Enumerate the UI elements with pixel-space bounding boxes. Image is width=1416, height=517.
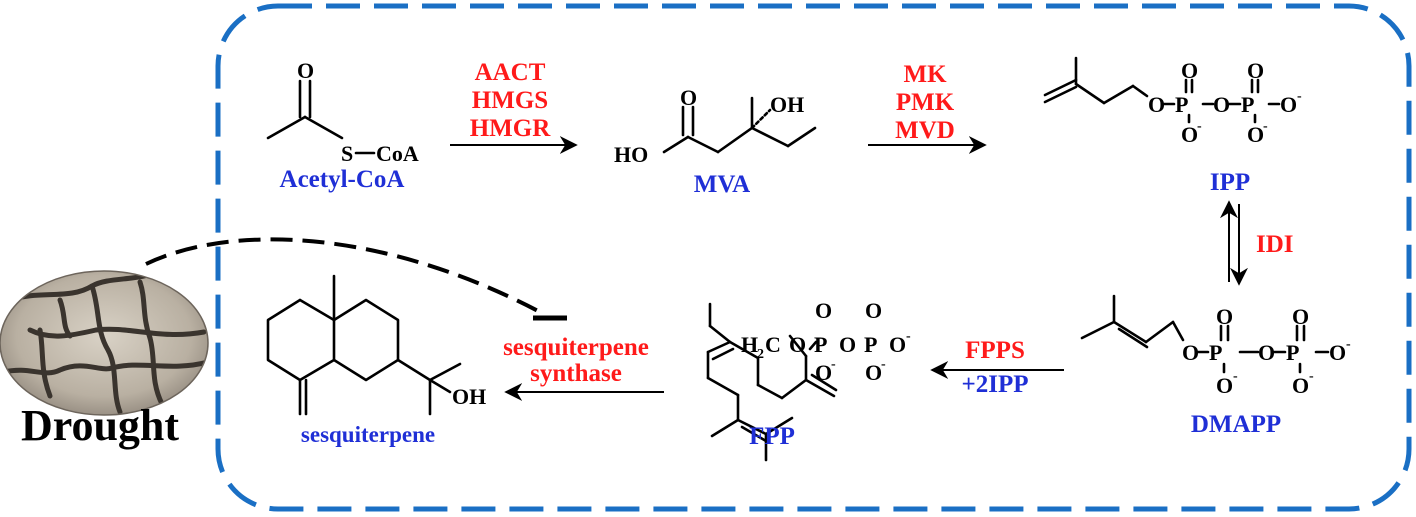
dmapp-phosphorus-1: P <box>1209 340 1222 365</box>
dmapp-charge-2: - <box>1309 369 1314 384</box>
sesquiterpene-hydroxyl: OH <box>452 384 486 409</box>
pathway-frame <box>215 3 1412 512</box>
dmapp-anion-oxygen-2: O <box>1292 373 1309 398</box>
cofactor-label-2ipp: +2IPP <box>961 371 1028 398</box>
fpp-bridge-oxygen-2: O <box>839 332 856 357</box>
fpp-charge-1: - <box>831 357 836 372</box>
drought-inhibition-line <box>145 237 541 314</box>
ipp-phosphoryl-oxygen-2: O <box>1247 58 1264 83</box>
dmapp-bridge-oxygen-1: O <box>1182 340 1199 365</box>
fpp-phosphoryl-oxygen-1: O <box>815 298 832 323</box>
compound-label-sesquiterpene: sesquiterpene <box>301 422 435 447</box>
fpp-bridge-oxygen-1: O <box>789 332 806 357</box>
enzyme-label-hmgr: HMGR <box>470 115 551 142</box>
ipp-charge-3: - <box>1297 89 1302 104</box>
acetyl-coa-structure <box>266 79 376 155</box>
ipp-anion-oxygen-2: O <box>1247 122 1264 147</box>
ipp-terminal-oxygen: O <box>1280 92 1297 117</box>
fpp-phosphoryl-oxygen-2: O <box>865 298 882 323</box>
dmapp-structure <box>1080 294 1330 374</box>
ipp-structure <box>1043 56 1281 124</box>
fpp-methylene-subscript: 2 <box>757 347 764 362</box>
enzyme-label-mvd: MVD <box>895 117 955 144</box>
enzyme-label-synthase: synthase <box>530 360 622 387</box>
enzyme-label-idi: IDI <box>1256 231 1294 258</box>
mva-carbonyl-oxygen-atom: O <box>680 85 697 110</box>
enzyme-label-fpps: FPPS <box>965 337 1025 364</box>
fpp-phosphorus-2: P <box>864 332 877 357</box>
dmapp-charge-1: - <box>1233 369 1238 384</box>
fpp-methylene-c: C <box>765 332 781 357</box>
sesquiterpene-structure <box>266 274 462 416</box>
dmapp-phosphoryl-oxygen-1: O <box>1216 304 1233 329</box>
acetyl-coa-sulfur-atom: S <box>341 141 353 166</box>
enzyme-label-sesquiterpene: sesquiterpene <box>503 334 649 361</box>
mva-structure <box>662 96 817 154</box>
enzyme-label-mk: MK <box>903 61 947 88</box>
mva-hydroxyl: OH <box>770 92 804 117</box>
acetyl-coa-coa-group: CoA <box>376 141 419 166</box>
dmapp-anion-oxygen-1: O <box>1216 373 1233 398</box>
compound-label-fpp: FPP <box>749 423 795 450</box>
ipp-bridge-oxygen-2: O <box>1213 92 1230 117</box>
ipp-bridge-oxygen-1: O <box>1148 92 1165 117</box>
acetyl-coa-oxygen-atom: O <box>297 58 314 83</box>
fpp-charge-2: - <box>881 357 886 372</box>
ipp-phosphorus-1: P <box>1175 92 1188 117</box>
ipp-charge-2: - <box>1263 119 1268 134</box>
enzyme-label-hmgs: HMGS <box>472 87 548 114</box>
fpp-anion-oxygen-2: O <box>865 360 882 385</box>
dmapp-phosphoryl-oxygen-2: O <box>1292 304 1309 329</box>
enzyme-label-aact: AACT <box>475 59 546 86</box>
fpp-methylene-carbon: H <box>741 332 758 357</box>
fpp-terminal-oxygen: O <box>889 332 906 357</box>
ipp-phosphorus-2: P <box>1241 92 1254 117</box>
ipp-anion-oxygen-1: O <box>1181 122 1198 147</box>
compound-label-ipp: IPP <box>1210 169 1250 196</box>
compound-label-mva: MVA <box>694 171 750 198</box>
fpp-charge-3: - <box>906 329 911 344</box>
mva-carboxyl-hydroxyl: HO <box>614 142 648 167</box>
ipp-charge-1: - <box>1197 119 1202 134</box>
dmapp-charge-3: - <box>1346 337 1351 352</box>
enzyme-label-pmk: PMK <box>896 89 955 116</box>
dmapp-phosphorus-2: P <box>1286 340 1299 365</box>
dmapp-terminal-oxygen: O <box>1329 340 1346 365</box>
ipp-phosphoryl-oxygen-1: O <box>1181 58 1198 83</box>
compound-label-acetyl-coa: Acetyl-CoA <box>280 166 405 193</box>
compound-label-dmapp: DMAPP <box>1191 411 1281 438</box>
fpp-anion-oxygen-1: O <box>815 360 832 385</box>
dmapp-bridge-oxygen-2: O <box>1258 340 1275 365</box>
stress-label-drought: Drought <box>21 401 179 450</box>
drought-photo <box>0 270 209 416</box>
fpp-structure <box>706 302 838 462</box>
fpp-phosphorus-1: P <box>814 332 827 357</box>
